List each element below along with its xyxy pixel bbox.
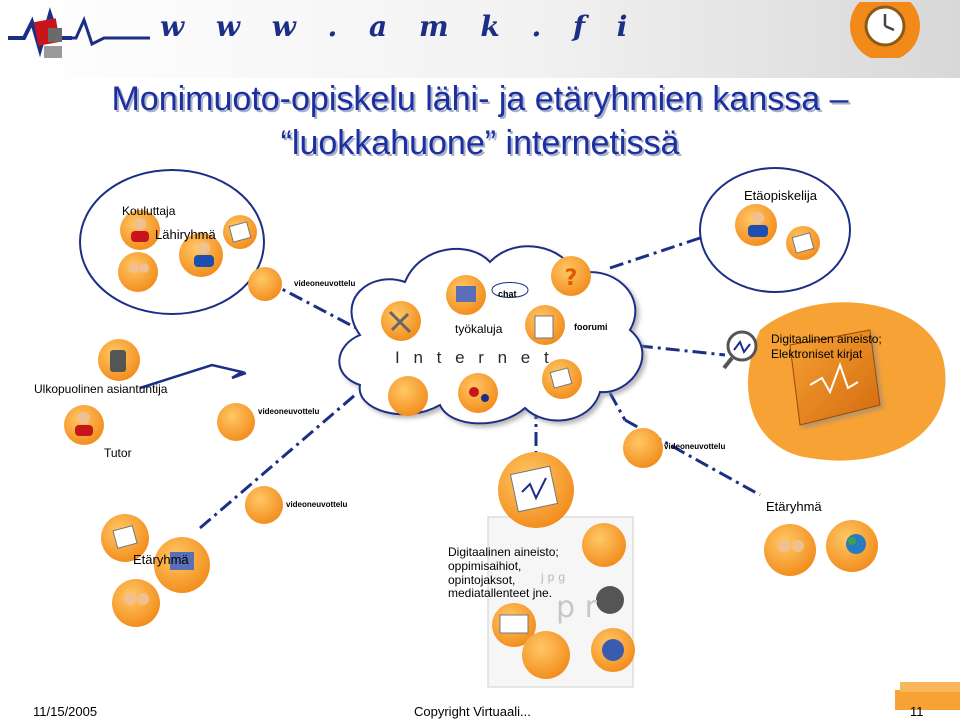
label-etaopiskelija: Etäopiskelija — [744, 189, 817, 202]
footer-page-number: 11 — [910, 704, 924, 719]
label-etaryhma-right: Etäryhmä — [766, 500, 822, 513]
label-videoneuvottelu-3: videoneuvottelu — [664, 443, 725, 451]
svg-text:?: ? — [565, 266, 578, 291]
label-ulkopuolinen: Ulkopuolinen asiantuntija — [34, 383, 167, 395]
page-title-line1: Monimuoto-opiskelu lähi- ja etäryhmien k… — [0, 80, 960, 119]
label-tyokaluja: työkaluja — [455, 323, 502, 335]
label-videoneuvottelu-1: videoneuvottelu — [294, 280, 355, 288]
footer-date: 11/15/2005 — [33, 704, 97, 719]
label-digital-line2: Elektroniset kirjat — [771, 348, 882, 360]
label-chat: chat — [498, 290, 517, 299]
label-internet: I n t e r n e t — [395, 349, 553, 366]
remote-group-right-icons — [764, 520, 878, 576]
label-etaryhma-left: Etäryhmä — [133, 553, 189, 566]
label-foorumi: foorumi — [574, 323, 608, 332]
label-videoneuvottelu-2: videoneuvottelu — [258, 408, 319, 416]
label-materials-line4: mediatallenteet jne. — [448, 587, 559, 601]
label-kouluttaja: Kouluttaja — [122, 205, 175, 217]
footer-decoration — [895, 682, 960, 710]
label-videoneuvottelu-4: videoneuvottelu — [286, 501, 347, 509]
svg-text:p r: p r — [556, 590, 598, 625]
label-jpg: jpg — [541, 571, 569, 583]
label-tutor: Tutor — [104, 447, 132, 459]
label-lahiryhma: Lähiryhmä — [155, 228, 216, 241]
clock-icon — [848, 2, 922, 58]
diagram-graphics: ? — [0, 150, 960, 710]
label-digital-ebooks: Digitaalinen aineisto; Elektroniset kirj… — [771, 333, 882, 360]
site-url: w w w . a m k . f i — [160, 10, 638, 43]
footer-copyright: Copyright Virtuaali... — [414, 704, 531, 719]
label-materials-line1: Digitaalinen aineisto; — [448, 546, 559, 560]
remote-group-left-icons — [101, 514, 210, 627]
label-digital-line1: Digitaalinen aineisto; — [771, 333, 882, 345]
